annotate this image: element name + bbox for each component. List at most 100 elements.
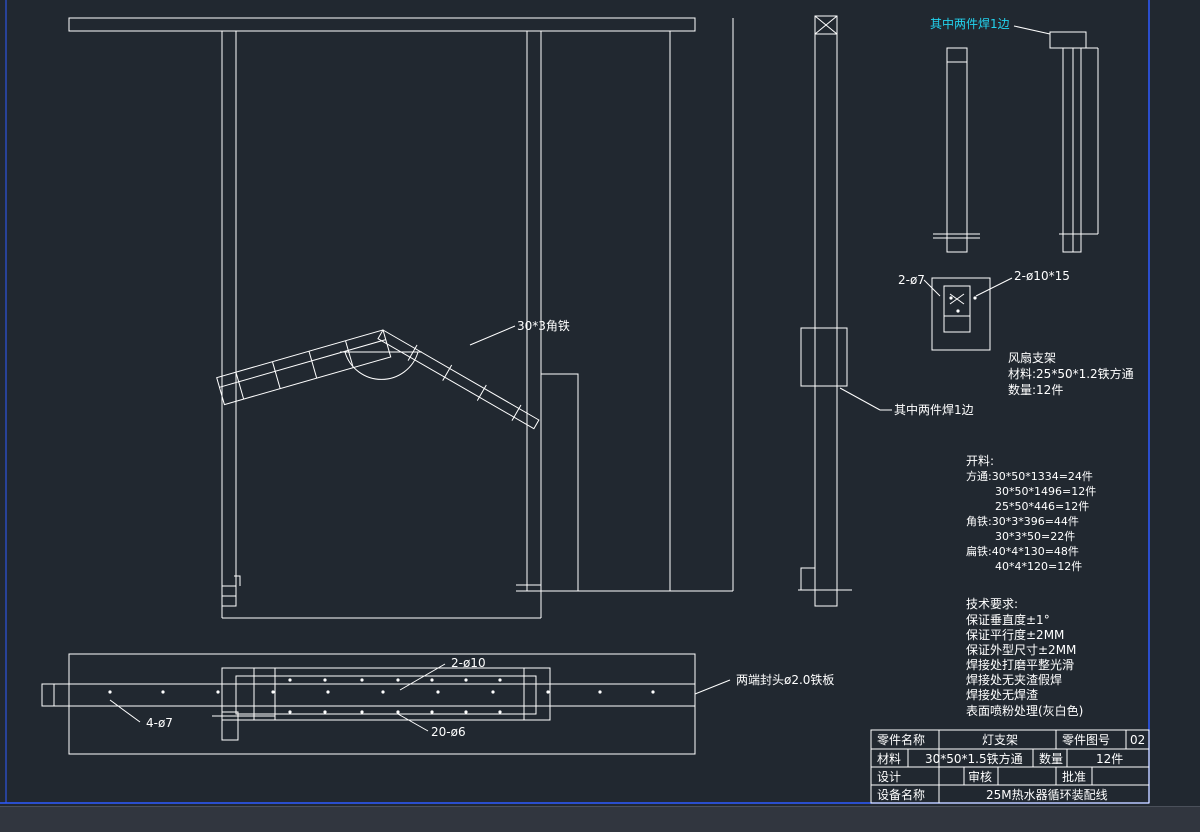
- cut-list-line: 开料:: [966, 454, 994, 468]
- cut-list-line: 扁铁:40*4*130=48件: [966, 545, 1079, 558]
- fan-bracket-front: [946, 47, 968, 253]
- side-bracket-plate: [800, 327, 848, 387]
- hole-dot: [430, 678, 434, 682]
- bottom-view: [41, 653, 731, 755]
- hole-dot: [491, 690, 495, 694]
- hole-dot: [360, 678, 364, 682]
- tech-requirements: 技术要求: 保证垂直度±1° 保证平行度±2MM 保证外型尺寸±2MM 焊接处打…: [966, 597, 1083, 718]
- angle-iron-label: 30*3角铁: [517, 319, 570, 333]
- fan-bracket-cap: [1049, 31, 1087, 49]
- hole-dot: [288, 678, 292, 682]
- tb-drawing-no-label: 零件图号: [1062, 733, 1110, 747]
- cad-drawing-canvas[interactable]: 30*3角铁 其中两件焊1边 其中两件焊1边 2-ø7 2-ø10*15 风扇支…: [0, 0, 1200, 806]
- tech-req-line: 焊接处无焊渣: [966, 687, 1038, 702]
- hole-dot: [498, 710, 502, 714]
- tb-equipment: 25M热水器循环装配线: [986, 788, 1108, 802]
- side-weld-note: 其中两件焊1边: [894, 402, 974, 417]
- tb-equipment-label: 设备名称: [877, 787, 925, 802]
- hole-dot: [430, 710, 434, 714]
- hole-dot: [396, 678, 400, 682]
- cut-list-line: 40*4*120=12件: [995, 560, 1082, 573]
- top-beam: [68, 17, 696, 32]
- tb-part-name-label: 零件名称: [877, 732, 925, 747]
- hole-dot: [546, 690, 550, 694]
- hole7-leader: [923, 279, 941, 297]
- bottom-hole-10: 2-ø10: [451, 656, 486, 670]
- tb-design-label: 设计: [877, 770, 901, 784]
- tech-req-line: 焊接处打磨平整光滑: [966, 657, 1074, 672]
- status-bar: [0, 806, 1200, 832]
- hole6-bottom-leader: [397, 713, 429, 732]
- fan-bracket-material: 材料:25*50*1.2铁方通: [1008, 366, 1134, 381]
- tech-req-line: 焊接处无夹渣假焊: [966, 672, 1062, 687]
- cut-list-line: 30*50*1496=12件: [995, 485, 1096, 498]
- hole7-bottom-leader: [109, 699, 141, 723]
- hole-marks: [108, 296, 977, 714]
- side-weld-leader: [839, 387, 881, 411]
- end-cap-note: 两端封头ø2.0铁板: [736, 673, 834, 687]
- cut-list-line: 方通:30*50*1334=24件: [966, 469, 1093, 483]
- angle-leader: [469, 325, 516, 346]
- hole-dot: [436, 690, 440, 694]
- angle-iron-right: [377, 329, 540, 430]
- bottom-tube: [41, 683, 696, 707]
- fan-bracket-views: [923, 25, 1099, 351]
- hole-dot: [271, 690, 275, 694]
- tech-req-line: 保证平行度±2MM: [966, 627, 1064, 642]
- lamp-arc: [344, 351, 419, 380]
- title-block-grid: [870, 729, 1150, 804]
- tb-material-label: 材料: [877, 752, 901, 766]
- end-cap-leader: [694, 679, 731, 695]
- tb-part-name: 灯支架: [982, 733, 1018, 747]
- cut-list-line: 25*50*446=12件: [995, 500, 1089, 513]
- hole-dot: [396, 710, 400, 714]
- left-post: [221, 30, 237, 607]
- tb-drawing-no: 02: [1130, 733, 1145, 747]
- fan-weld-note: 其中两件焊1边: [930, 16, 1010, 31]
- foot-plate: [221, 585, 237, 597]
- side-view: [798, 15, 892, 607]
- cut-list: 开料: 方通:30*50*1334=24件 30*50*1496=12件 25*…: [966, 454, 1096, 573]
- tb-review-label: 审核: [968, 769, 992, 784]
- hole10-leader: [975, 277, 1013, 297]
- bottom-hole-7: 4-ø7: [146, 716, 173, 730]
- hole-dot: [464, 710, 468, 714]
- hole-dot: [956, 309, 960, 313]
- tech-req-line: 技术要求:: [966, 597, 1018, 611]
- tech-req-line: 保证外型尺寸±2MM: [966, 643, 1076, 657]
- cut-list-line: 角铁:30*3*396=44件: [966, 515, 1079, 528]
- fan-hole-large: 2-ø10*15: [1014, 269, 1070, 283]
- hole-dot: [464, 678, 468, 682]
- fan-bracket-qty: 数量:12件: [1008, 382, 1063, 397]
- fan-bracket-top-outer: [931, 277, 991, 351]
- tech-req-line: 保证垂直度±1°: [966, 612, 1050, 627]
- tb-qty: 12件: [1096, 752, 1123, 766]
- title-block: 零件名称 灯支架 零件图号 02 材料 30*50*1.5铁方通 数量 12件 …: [877, 732, 1145, 802]
- bracket-outline: [541, 373, 579, 591]
- tech-req-line: 表面喷粉处理(灰白色): [966, 703, 1083, 718]
- fan-bracket-title: 风扇支架: [1008, 350, 1056, 365]
- hole-dot: [949, 296, 953, 300]
- hole-dot: [326, 690, 330, 694]
- hole-dot: [498, 678, 502, 682]
- drawing-background: [0, 0, 1200, 806]
- hole-dot: [973, 296, 977, 300]
- hole-dot: [598, 690, 602, 694]
- front-view: [68, 17, 734, 619]
- hole-dot: [323, 710, 327, 714]
- hole-dot: [360, 710, 364, 714]
- hole-dot: [323, 678, 327, 682]
- hole-dot: [216, 690, 220, 694]
- hole-dot: [288, 710, 292, 714]
- hole-dot: [651, 690, 655, 694]
- hole10-bottom-leader: [399, 663, 446, 691]
- fan-hole-small: 2-ø7: [898, 273, 925, 287]
- hole-dot: [161, 690, 165, 694]
- tb-qty-label: 数量: [1039, 751, 1063, 766]
- tb-material: 30*50*1.5铁方通: [925, 751, 1023, 766]
- hole-dot: [381, 690, 385, 694]
- tb-approve-label: 批准: [1062, 769, 1086, 784]
- cut-list-line: 30*3*50=22件: [995, 530, 1075, 543]
- hole-dot: [108, 690, 112, 694]
- fan-weld-leader: [1013, 25, 1051, 35]
